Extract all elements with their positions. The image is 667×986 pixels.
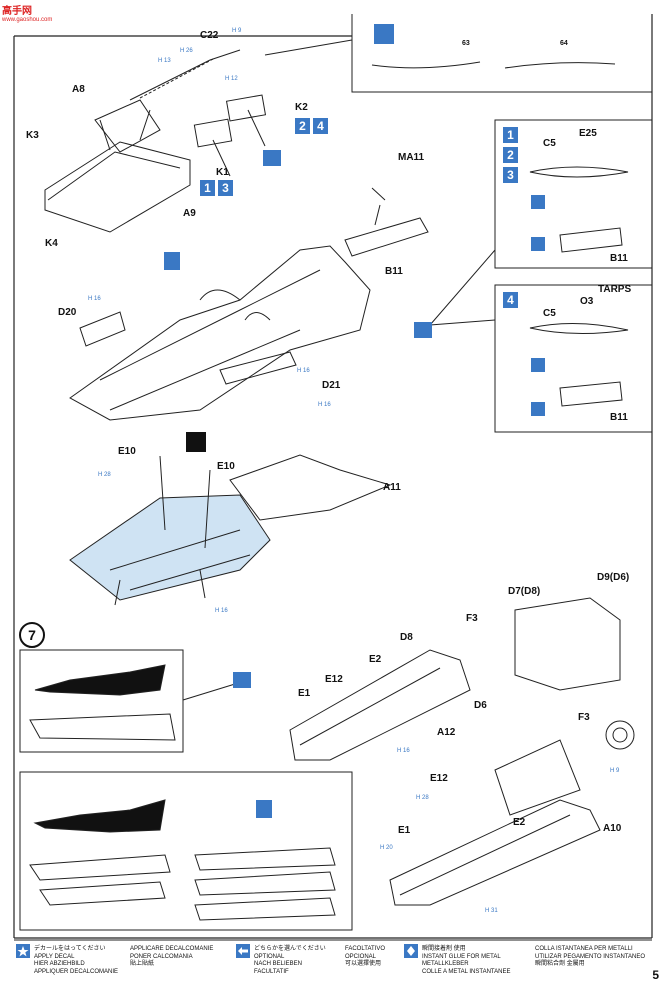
- option-num-2: 2: [295, 118, 310, 134]
- h-label: H 31: [485, 908, 498, 914]
- h-label: H 16: [397, 748, 410, 754]
- part-D9: D9(D6): [597, 572, 630, 583]
- arrow-icon: [236, 944, 250, 958]
- part-MA11: MA11: [398, 152, 425, 163]
- option-box-num-1: 1: [503, 127, 518, 143]
- part-D20: D20: [58, 307, 77, 318]
- step-number: 7: [19, 622, 45, 648]
- h-label: H 16: [88, 296, 101, 302]
- part-E1: E1: [298, 688, 311, 699]
- option-box-num-2: 2: [503, 147, 518, 163]
- part-D7: D7(D8): [508, 586, 541, 597]
- h-label: H 9: [610, 768, 620, 774]
- part-E2: E2: [369, 654, 382, 665]
- legend-glue-2: COLLA ISTANTANEA PER METALLI UTILIZAR PE…: [535, 946, 646, 967]
- part-B11-b: B11: [610, 253, 628, 264]
- part-E12: E12: [325, 674, 343, 685]
- part-A9: A9: [183, 208, 196, 219]
- site-logo[interactable]: 高手网 www.gaoshou.com: [2, 2, 52, 23]
- part-A12: A12: [437, 727, 456, 738]
- option-box-num-4: 4: [503, 292, 518, 308]
- part-D8: D8: [400, 632, 413, 643]
- part-K1: K1: [216, 167, 229, 178]
- h-label: H 13: [158, 58, 171, 64]
- option-num-3: 3: [218, 180, 233, 196]
- h-label: H 28: [98, 472, 111, 478]
- part-D21: D21: [322, 380, 341, 391]
- site-logo-main: 高手网: [2, 6, 32, 17]
- legend-optional: どちらかを選んでください OPTIONAL NACH BELIEBEN FACU…: [254, 946, 326, 975]
- part-A8: A8: [72, 84, 85, 95]
- option-num-1: 1: [200, 180, 215, 196]
- part-E2-b: E2: [513, 817, 526, 828]
- part-A10: A10: [603, 823, 622, 834]
- part-B11: B11: [385, 266, 403, 277]
- part-TARPS: TARPS: [598, 284, 632, 295]
- h-label: H 26: [180, 48, 193, 54]
- page-number: 5: [652, 968, 659, 982]
- option-num-4: 4: [313, 118, 328, 134]
- legend-optional-2: FACOLTATIVO OPCIONAL 可以選擇使用: [345, 946, 386, 967]
- part-D6: D6: [474, 700, 487, 711]
- part-C5: C5: [543, 138, 556, 149]
- h-label: H 16: [318, 402, 331, 408]
- glue-drop-icon: [404, 944, 418, 958]
- legend-glue: 瞬間接着剤 使用 INSTANT GLUE FOR METAL METALLKL…: [422, 946, 511, 975]
- part-O3: O3: [580, 296, 594, 307]
- decal-63: 63: [462, 40, 470, 47]
- part-K3: K3: [26, 130, 39, 141]
- part-E1-b: E1: [398, 825, 411, 836]
- site-logo-sub: www.gaoshou.com: [2, 17, 53, 23]
- legend-decal-2: APPLICARE DECALCOMANIE PONER CALCOMANIA …: [130, 946, 214, 967]
- part-E10-b: E10: [217, 461, 235, 472]
- part-F3: F3: [466, 613, 478, 624]
- part-C22: C22: [200, 30, 219, 41]
- part-C5-b: C5: [543, 308, 556, 319]
- h-label: H 16: [215, 608, 228, 614]
- h-label: H 12: [225, 76, 238, 82]
- part-A11: A11: [383, 482, 401, 493]
- h-label: H 28: [416, 795, 429, 801]
- part-F3-b: F3: [578, 712, 590, 723]
- part-B11-c: B11: [610, 412, 628, 423]
- part-E12-b: E12: [430, 773, 448, 784]
- part-E10-a: E10: [118, 446, 136, 457]
- h-label: H 9: [232, 28, 242, 34]
- h-label: H 20: [380, 845, 393, 851]
- option-box-num-3: 3: [503, 167, 518, 183]
- part-K2: K2: [295, 102, 308, 113]
- decal-64: 64: [560, 40, 568, 47]
- legend-decal: デカールをはってください APPLY DECAL HIER ABZIEHBILD…: [34, 946, 119, 975]
- part-E25: E25: [579, 128, 597, 139]
- part-K4: K4: [45, 238, 58, 249]
- star-icon: [16, 944, 30, 958]
- h-label: H 16: [297, 368, 310, 374]
